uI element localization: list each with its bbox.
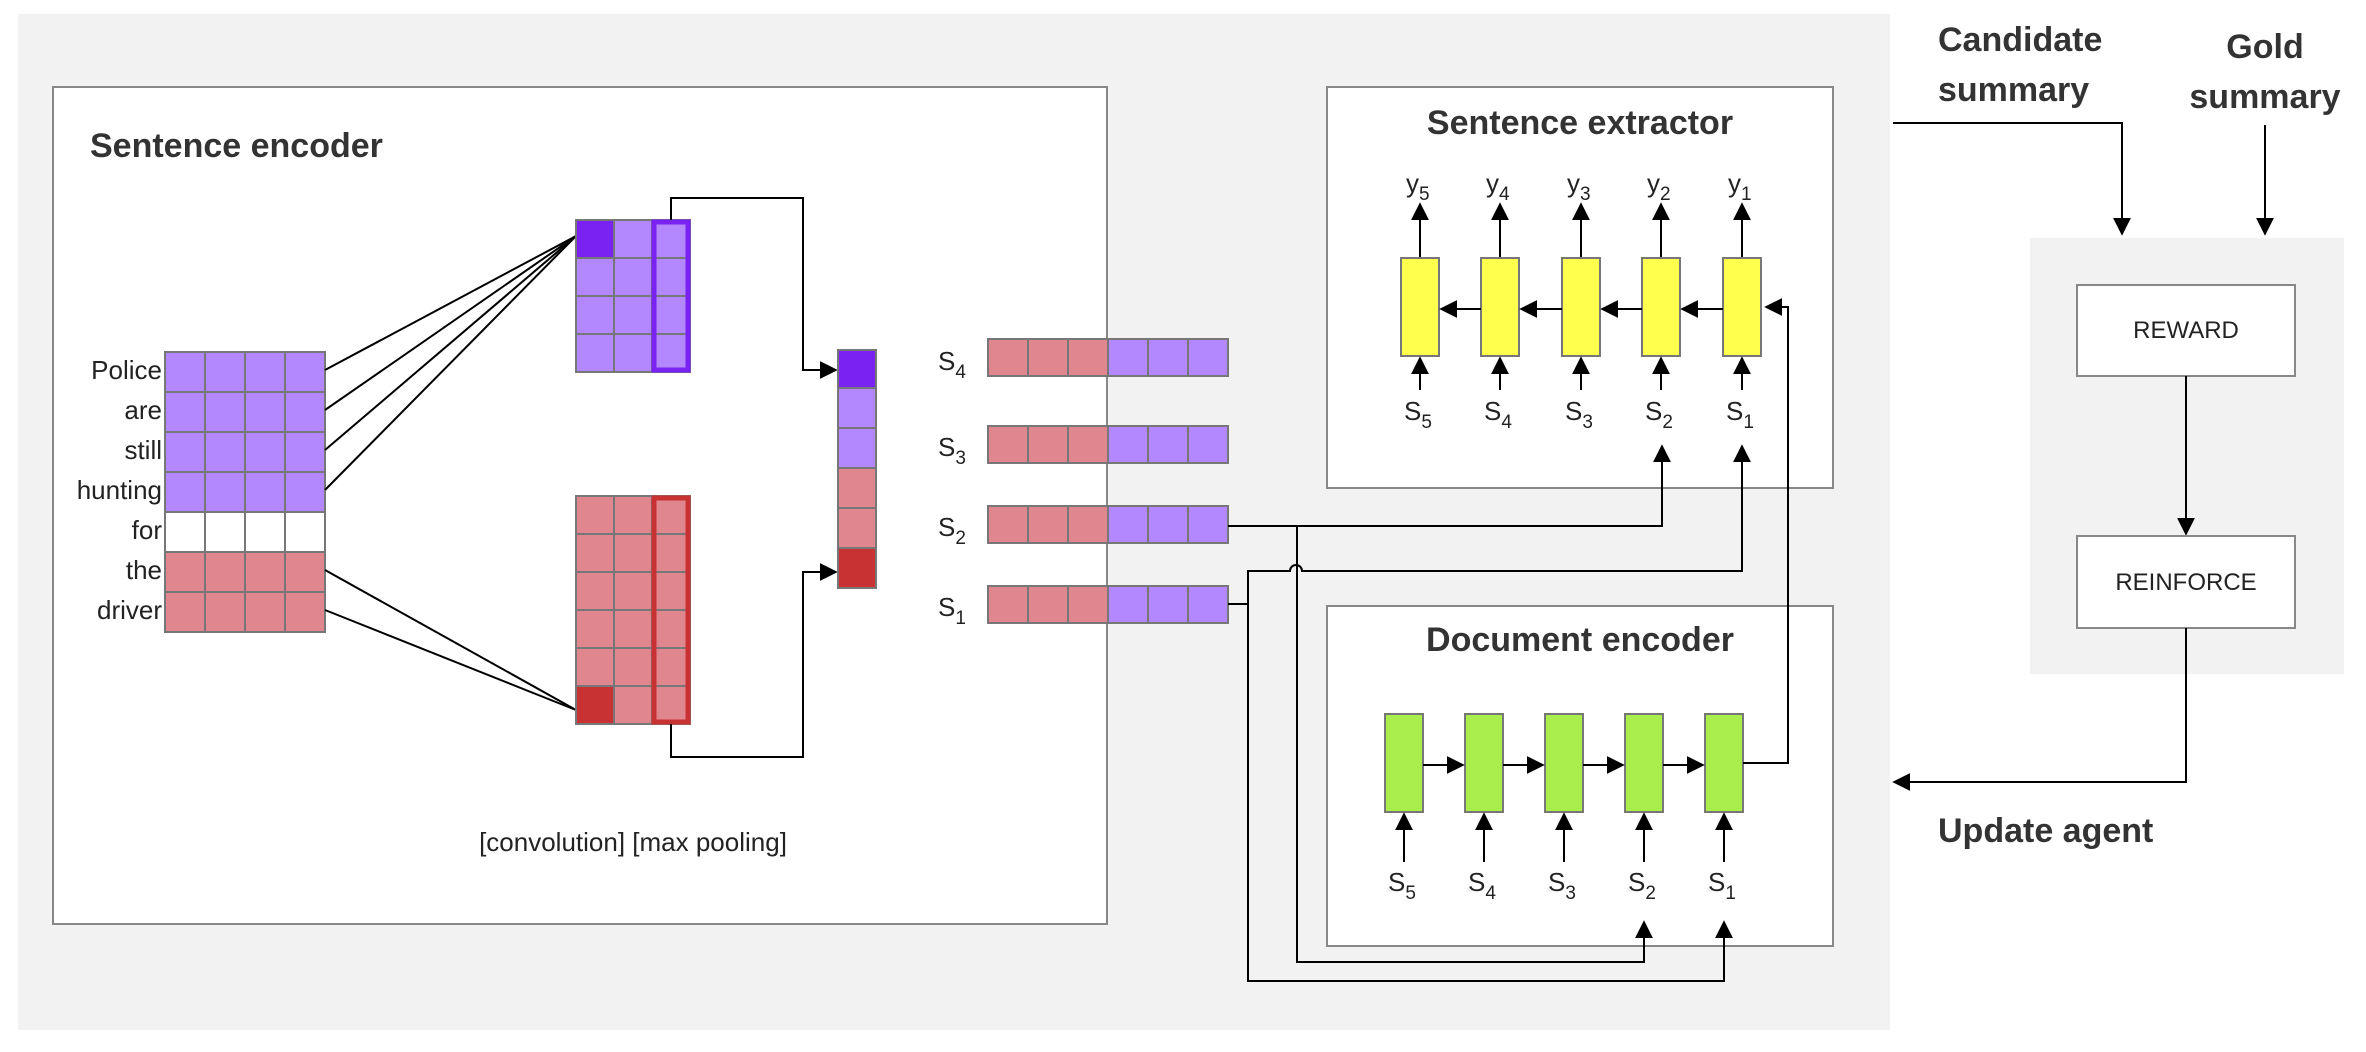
connector-lines xyxy=(1228,298,1789,982)
reward-box xyxy=(2076,284,2296,377)
convolution-lines xyxy=(324,235,577,711)
gold-label-line: summary xyxy=(2189,78,2340,116)
sentence-vector-label: S4 xyxy=(938,346,966,383)
pooled-sentence-vector xyxy=(837,349,877,589)
sentence-vectors xyxy=(987,338,1229,624)
red-pooling-highlight xyxy=(651,495,691,725)
extractor-output-labels: y5 y4 y3 y2 y1 xyxy=(1406,168,1752,205)
word-label: still xyxy=(124,435,162,465)
sentence-extractor-title: Sentence extractor xyxy=(1427,104,1733,142)
sentence-vector-label: S1 xyxy=(938,592,966,629)
reinforce-box-label: REINFORCE xyxy=(2115,569,2256,596)
word-label: are xyxy=(124,395,162,425)
update-agent-label: Update agent xyxy=(1938,812,2153,850)
gold-summary-label: Gold summary xyxy=(2189,28,2340,116)
input-label: S5 xyxy=(1404,396,1432,433)
reinforce-box xyxy=(2076,535,2296,629)
word-label: Police xyxy=(91,355,162,385)
output-label: y2 xyxy=(1647,168,1671,205)
convolution-pooling-caption: [convolution] [max pooling] xyxy=(479,827,787,857)
output-label: y1 xyxy=(1728,168,1752,205)
document-encoder-title: Document encoder xyxy=(1426,621,1734,659)
input-label: S4 xyxy=(1468,867,1496,904)
input-label: S1 xyxy=(1708,867,1736,904)
sentence-vector-label: S2 xyxy=(938,512,966,549)
candidate-summary-arrow xyxy=(1893,122,2131,236)
document-encoder-cells xyxy=(1384,713,1744,813)
output-label: y3 xyxy=(1567,168,1591,205)
output-label: y5 xyxy=(1406,168,1430,205)
word-label: hunting xyxy=(77,475,162,505)
reward-box-label: REWARD xyxy=(2133,317,2239,344)
pooling-arrow-top xyxy=(670,197,838,379)
sentence-vector-labels: S4 S3 S2 S1 xyxy=(938,346,966,629)
sentence-vector-label: S3 xyxy=(938,432,966,469)
candidate-label-line: summary xyxy=(1938,71,2089,109)
extractor-output-arrows xyxy=(1411,202,1751,258)
purple-pooling-highlight xyxy=(651,219,691,373)
gold-label-line: Gold xyxy=(2226,28,2303,66)
word-label: the xyxy=(126,555,162,585)
input-label: S2 xyxy=(1645,396,1673,433)
word-label: driver xyxy=(97,595,162,625)
input-label: S4 xyxy=(1484,396,1512,433)
input-label: S3 xyxy=(1565,396,1593,433)
extractor-input-arrows xyxy=(1411,356,1751,390)
output-label: y4 xyxy=(1486,168,1510,205)
word-label: for xyxy=(132,515,163,545)
extractor-input-labels: S5 S4 S3 S2 S1 xyxy=(1404,396,1754,433)
input-label: S2 xyxy=(1628,867,1656,904)
candidate-summary-label: Candidate summary xyxy=(1938,21,2102,109)
red-feature-map xyxy=(575,495,691,725)
document-encoder-input-arrows xyxy=(1395,812,1733,862)
word-labels: Police are still hunting for the driver xyxy=(77,355,163,625)
pooling-arrow-bottom xyxy=(670,563,838,758)
input-label: S1 xyxy=(1726,396,1754,433)
document-encoder-input-labels: S5 S4 S3 S2 S1 xyxy=(1388,867,1736,904)
extractor-cells xyxy=(1400,257,1762,357)
update-agent-arrow xyxy=(1892,628,2187,791)
input-label: S5 xyxy=(1388,867,1416,904)
purple-feature-map xyxy=(575,219,691,373)
input-label: S3 xyxy=(1548,867,1576,904)
word-embedding-matrix xyxy=(164,351,326,633)
sentence-encoder-title: Sentence encoder xyxy=(90,127,383,165)
candidate-label-line: Candidate xyxy=(1938,21,2102,59)
